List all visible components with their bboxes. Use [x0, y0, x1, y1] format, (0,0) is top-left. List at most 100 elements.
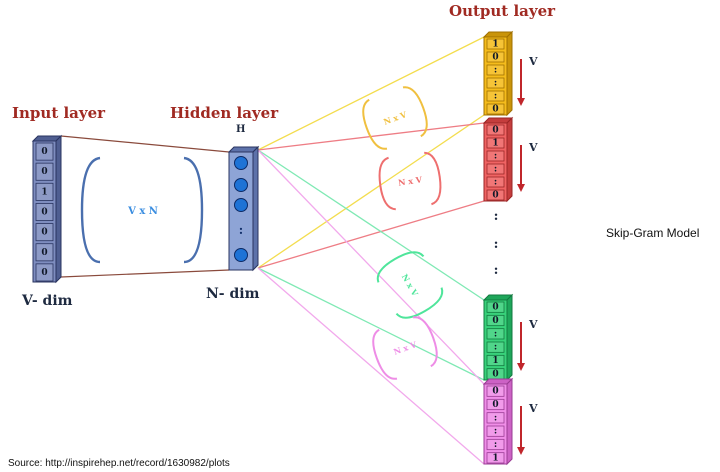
output-column-green-side-face: [506, 293, 513, 382]
n-dim-label: N- dim: [206, 286, 260, 302]
input-cell-value: 0: [41, 248, 47, 258]
model-name: Skip-Gram Model: [606, 226, 700, 240]
vertical-ellipsis: :::: [494, 209, 499, 278]
output-matrix-green: N x V: [376, 251, 444, 319]
down-arrow-head-orange: [517, 98, 525, 106]
output-matrix-red: N x V: [378, 151, 442, 211]
output-pink-cell-value: :: [494, 413, 497, 423]
output-orange-cell-value: :: [494, 66, 497, 76]
output-layer-title: Output layer: [449, 2, 556, 20]
output-orange-cell-value: 1: [492, 40, 498, 50]
hidden-ellipsis: :: [239, 223, 243, 237]
output-matrix-left-bracket: [372, 328, 398, 380]
hidden-output-line-bottom-pink: [257, 267, 485, 465]
output-column-orange-front-face: [483, 36, 508, 116]
output-vector-green: 00::10V: [482, 293, 538, 382]
hidden-output-line-top-green: [257, 149, 485, 301]
v-label-red: V: [528, 141, 538, 154]
input-layer-title: Input layer: [12, 104, 106, 122]
output-green-cell-value: :: [494, 343, 497, 353]
v-label-green: V: [528, 318, 538, 331]
output-vector-red: 01:::0V: [482, 116, 538, 203]
output-column-pink-side-face: [506, 377, 513, 466]
input-cell: [35, 203, 54, 221]
output-pink-cell-value: 0: [492, 400, 498, 410]
output-column-red-front-face: [483, 122, 508, 202]
input-matrix-right-bracket: [183, 156, 204, 264]
input-cell: [35, 223, 54, 242]
down-arrow-head-pink: [517, 447, 525, 455]
output-green-cell: [486, 328, 505, 340]
output-green-cell-value: 0: [492, 316, 498, 326]
output-red-cell-value: :: [494, 165, 497, 175]
output-red-cell: [486, 137, 505, 149]
output-orange-cell: [486, 77, 505, 89]
hidden-h-label: H: [236, 124, 246, 135]
input-matrix-label: V x N: [127, 206, 158, 217]
output-pink-cell: [486, 438, 505, 451]
output-matrix-right-bracket: [395, 287, 444, 319]
hidden-node: [234, 198, 248, 212]
output-matrix-left-bracket: [376, 251, 425, 283]
output-matrix-label: N x V: [392, 339, 419, 357]
output-pink-cell: [486, 425, 505, 437]
output-matrix-label: N x V: [397, 174, 423, 187]
hidden-output-line-bottom-orange: [257, 114, 485, 269]
output-vector-orange: 10:::0V: [482, 30, 538, 117]
output-red-cell: [486, 163, 505, 175]
matrix-brackets: V x N N x V N x V N x V N x V: [80, 86, 444, 380]
input-cell: [35, 243, 54, 262]
output-green-cell: [486, 314, 505, 327]
output-ellipsis: :: [494, 263, 499, 278]
output-vector-pink: 00:::1V: [482, 377, 538, 466]
output-orange-cell: [486, 38, 505, 50]
hidden-node: [234, 178, 248, 192]
input-cell: [35, 182, 54, 201]
output-red-cell: [486, 150, 505, 162]
v-label-pink: V: [528, 402, 538, 415]
input-cell-value: 0: [41, 228, 47, 238]
output-matrix-orange: N x V: [362, 86, 428, 150]
output-red-cell: [486, 176, 505, 188]
hidden-node: [234, 156, 248, 170]
input-hidden-line-top: [60, 135, 230, 153]
source-caption: Source: http://inspirehep.net/record/163…: [8, 458, 230, 469]
output-pink-cell: [486, 452, 505, 464]
output-ellipsis: :: [494, 209, 499, 224]
output-red-cell-value: 1: [492, 139, 498, 149]
hidden-node: [234, 248, 248, 262]
output-green-cell: [486, 341, 505, 353]
hidden-layer-title: Hidden layer: [170, 104, 279, 122]
input-cell-value: 0: [41, 147, 47, 157]
input-cell: [35, 162, 54, 181]
hidden-output-line-top-orange: [257, 36, 485, 151]
output-green-cell: [486, 354, 505, 367]
output-pink-cell-value: 1: [492, 453, 498, 463]
output-green-cell-value: 1: [492, 356, 498, 366]
output-matrix-label: N x V: [382, 109, 409, 127]
output-matrix-label: N x V: [400, 272, 421, 298]
output-matrix-right-bracket: [402, 86, 428, 138]
output-orange-cell: [486, 64, 505, 76]
down-arrow-head-red: [517, 184, 525, 192]
v-label-orange: V: [528, 55, 538, 68]
output-pink-cell-value: 0: [492, 387, 498, 397]
output-green-cell: [486, 301, 505, 313]
input-cell: [35, 263, 54, 282]
input-column-front-face: [32, 140, 57, 283]
hidden-output-line-bottom-green: [257, 267, 485, 381]
input-matrix-left-bracket: [80, 156, 101, 264]
input-cell-value: 0: [41, 167, 47, 177]
hidden-vector: :: [227, 145, 260, 272]
down-arrow-head-green: [517, 363, 525, 371]
output-green-cell-value: 0: [492, 303, 498, 313]
output-pink-cell: [486, 412, 505, 424]
output-orange-cell-value: 0: [492, 105, 498, 115]
output-red-cell-value: 0: [492, 191, 498, 201]
output-red-cell-value: 0: [492, 126, 498, 136]
output-matrix-left-bracket: [362, 98, 388, 150]
output-orange-cell-value: :: [494, 92, 497, 102]
